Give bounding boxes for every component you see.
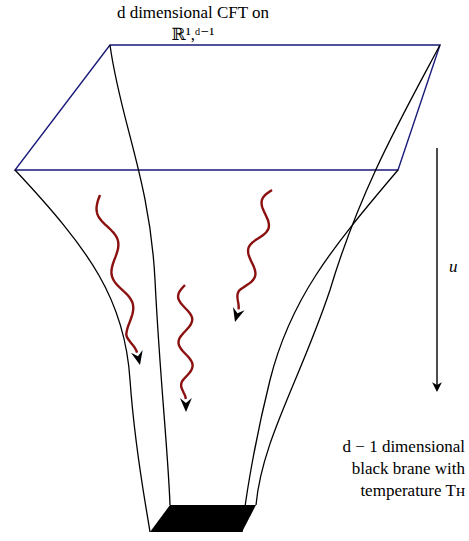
arrow-head: [131, 350, 143, 365]
wavy-arrow: [178, 285, 193, 399]
radiation-waves: [97, 190, 273, 399]
wavy-arrow: [237, 190, 272, 309]
boundary-label: d dimensional CFT on ℝ¹,ᵈ⁻¹: [108, 2, 278, 46]
black-brane: [150, 505, 256, 532]
boundary-plane: [15, 45, 440, 170]
brane-label: d − 1 dimensional black brane with tempe…: [305, 436, 465, 502]
axis-label: u: [449, 256, 465, 278]
arrow-head: [233, 307, 245, 322]
axis-arrow: [436, 148, 437, 390]
wave-heads: [131, 307, 245, 412]
funnel-walls: [15, 45, 440, 532]
wavy-arrow: [97, 195, 138, 353]
arrow-head: [180, 398, 192, 412]
